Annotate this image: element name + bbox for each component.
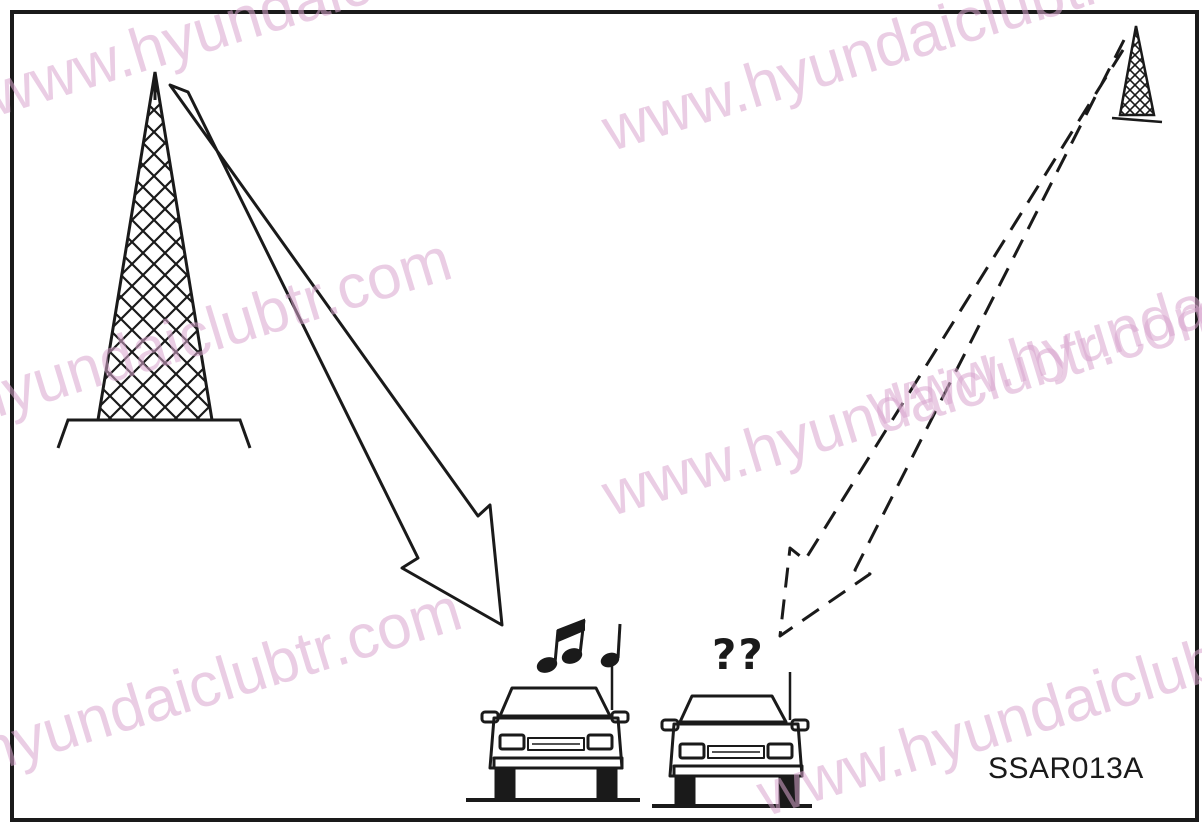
right-tower-icon xyxy=(1112,26,1162,122)
question-marks-label: ?? xyxy=(712,630,765,679)
music-notes-icon xyxy=(535,620,620,675)
left-tower-icon xyxy=(58,72,250,448)
strong-signal-arrow-icon xyxy=(170,85,502,625)
figure-code-label: SSAR013A xyxy=(988,752,1144,786)
left-car-icon xyxy=(466,660,640,800)
right-car-icon xyxy=(652,672,812,806)
weak-signal-arrow-icon xyxy=(780,40,1128,636)
